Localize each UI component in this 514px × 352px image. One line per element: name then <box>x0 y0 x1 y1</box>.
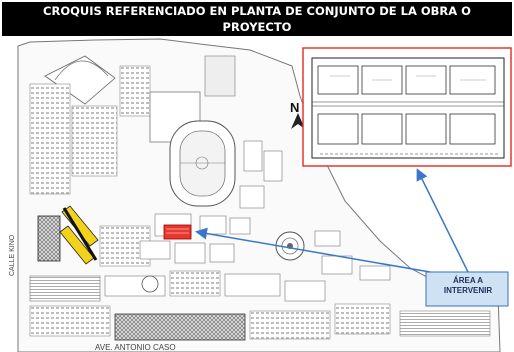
site-plan: CALLE KINO <box>0 36 514 352</box>
site-plan-drawing: CALLE KINO <box>9 38 512 352</box>
lower-row-e <box>284 280 326 302</box>
lower-row-a <box>29 275 101 302</box>
parking-lot-west <box>29 83 71 195</box>
bottom-block-c <box>249 310 331 340</box>
document-header: CROQUIS REFERENCIADO EN PLANTA DE CONJUN… <box>2 2 512 36</box>
building-east-c <box>359 265 391 281</box>
north-label: N <box>290 100 299 115</box>
lower-row-c <box>169 270 221 297</box>
callout-box <box>425 271 509 307</box>
court-a <box>243 140 263 172</box>
building-east-a <box>314 230 341 247</box>
building-block-d <box>229 217 251 235</box>
bottom-block-e <box>399 310 491 337</box>
street-label-bottom: AVE. ANTONIO CASO <box>95 343 176 352</box>
building-block-c <box>199 215 227 235</box>
callout-arrow-to-inset <box>416 168 469 273</box>
building-block-g <box>209 243 235 263</box>
header-title: CROQUIS REFERENCIADO EN PLANTA DE CONJUN… <box>43 4 471 34</box>
court-b <box>263 150 283 182</box>
north-arrow-icon: N <box>290 100 305 129</box>
street-label-left: CALLE KINO <box>9 234 16 276</box>
bottom-block-a <box>29 305 111 337</box>
building-block-f <box>174 242 206 264</box>
bottom-block-d <box>334 303 391 335</box>
sports-track <box>169 120 236 207</box>
gymnasium <box>37 215 61 262</box>
lower-row-d <box>224 273 281 297</box>
inset-floor-plan <box>302 47 512 167</box>
callout-arrow-to-site <box>195 227 431 273</box>
dome <box>141 275 159 293</box>
baseball-field <box>44 55 116 105</box>
building-block-e <box>139 240 171 260</box>
building-north-small <box>204 55 236 97</box>
callout-label: ÁREA A INTERVENIR <box>443 276 493 295</box>
target-building-highlight <box>163 224 192 240</box>
parking-lot-north <box>119 65 151 117</box>
parking-lot-center <box>71 105 118 177</box>
building-east-b <box>321 255 353 275</box>
court-c <box>239 185 265 209</box>
yellow-highlight-wings <box>59 205 99 265</box>
bottom-block-b <box>114 313 246 341</box>
